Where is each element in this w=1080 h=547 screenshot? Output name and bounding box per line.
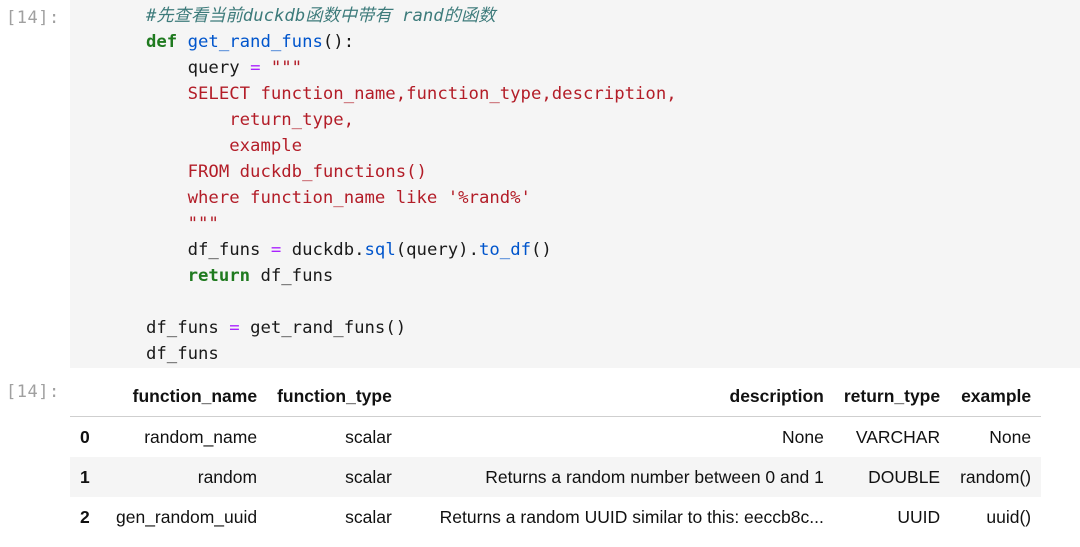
index-header: [70, 376, 106, 417]
cell-function-type: scalar: [345, 466, 392, 487]
code-cell-editor[interactable]: #先查看当前duckdb函数中带有 rand的函数 def get_rand_f…: [70, 0, 1080, 368]
cell-function-type: scalar: [345, 426, 392, 447]
sql-line-2: return_type,: [229, 110, 355, 130]
cell-function-name: random_name: [144, 426, 258, 447]
table-row: 2 gen_random_uuid scalar Returns a rando…: [70, 497, 1041, 537]
cell-function-name: gen_random_uuid: [116, 506, 258, 527]
code-comment: #先查看当前duckdb函数中带有 rand的函数: [146, 6, 496, 26]
column-header-description: description: [401, 376, 834, 417]
column-header-function-type: function_type: [267, 376, 402, 417]
cell-description: Returns a random number between 0 and 1: [485, 466, 824, 487]
sql-method: sql: [364, 240, 396, 260]
keyword-def: def: [146, 32, 178, 52]
return-value: df_funs: [260, 266, 334, 286]
cell-description: None: [781, 426, 824, 447]
cell-example: uuid(): [986, 506, 1032, 527]
display-var: df_funs: [146, 344, 219, 364]
column-header-example: example: [950, 376, 1042, 417]
df-var: df_funs: [187, 240, 261, 260]
table-header-row: function_name function_type description …: [70, 376, 1042, 417]
output-prompt: [14]:: [6, 382, 60, 402]
assign-op-2: =: [270, 240, 282, 260]
row-index: 0: [80, 426, 90, 447]
input-prompt: [14]:: [6, 8, 60, 28]
triple-quote-close: """: [187, 214, 219, 234]
code-text[interactable]: #先查看当前duckdb函数中带有 rand的函数 def get_rand_f…: [146, 3, 677, 367]
df-var-assign: df_funs: [146, 318, 219, 338]
column-header-function-name: function_name: [106, 376, 268, 417]
sql-arg: (query): [395, 240, 469, 260]
assign-op-3: =: [229, 318, 240, 338]
assign-op: =: [250, 58, 261, 78]
sql-line-4: FROM duckdb_functions(): [187, 162, 427, 182]
duckdb-obj: duckdb: [291, 240, 355, 260]
dot-2: .: [468, 240, 479, 260]
sql-line-5: where function_name like '%rand%': [187, 188, 531, 208]
dataframe-output: function_name function_type description …: [70, 376, 1042, 537]
cell-return-type: VARCHAR: [855, 426, 941, 447]
keyword-return: return: [187, 266, 251, 286]
dot-1: .: [354, 240, 365, 260]
row-index: 2: [80, 506, 90, 527]
query-var: query: [187, 58, 240, 78]
table-row: 0 random_name scalar None VARCHAR None: [70, 417, 1041, 458]
column-header-return-type: return_type: [833, 376, 951, 417]
cell-function-type: scalar: [345, 506, 392, 527]
cell-example: random(): [960, 466, 1032, 487]
sql-line-1: SELECT function_name,function_type,descr…: [187, 84, 677, 104]
triple-quote-open: """: [270, 58, 303, 78]
table-row: 1 random scalar Returns a random number …: [70, 457, 1042, 497]
sql-line-3: example: [229, 136, 303, 156]
assign-call: get_rand_funs(): [250, 318, 407, 338]
def-tail: ():: [322, 32, 355, 52]
cell-function-name: random: [197, 466, 258, 487]
function-name: get_rand_funs: [187, 32, 323, 52]
cell-description: Returns a random UUID similar to this: e…: [439, 506, 824, 527]
cell-return-type: UUID: [897, 506, 941, 527]
call-parens: (): [531, 240, 552, 260]
row-index: 1: [80, 466, 90, 487]
to-df-method: to_df: [479, 240, 532, 260]
cell-example: None: [989, 426, 1032, 447]
cell-return-type: DOUBLE: [868, 466, 941, 487]
